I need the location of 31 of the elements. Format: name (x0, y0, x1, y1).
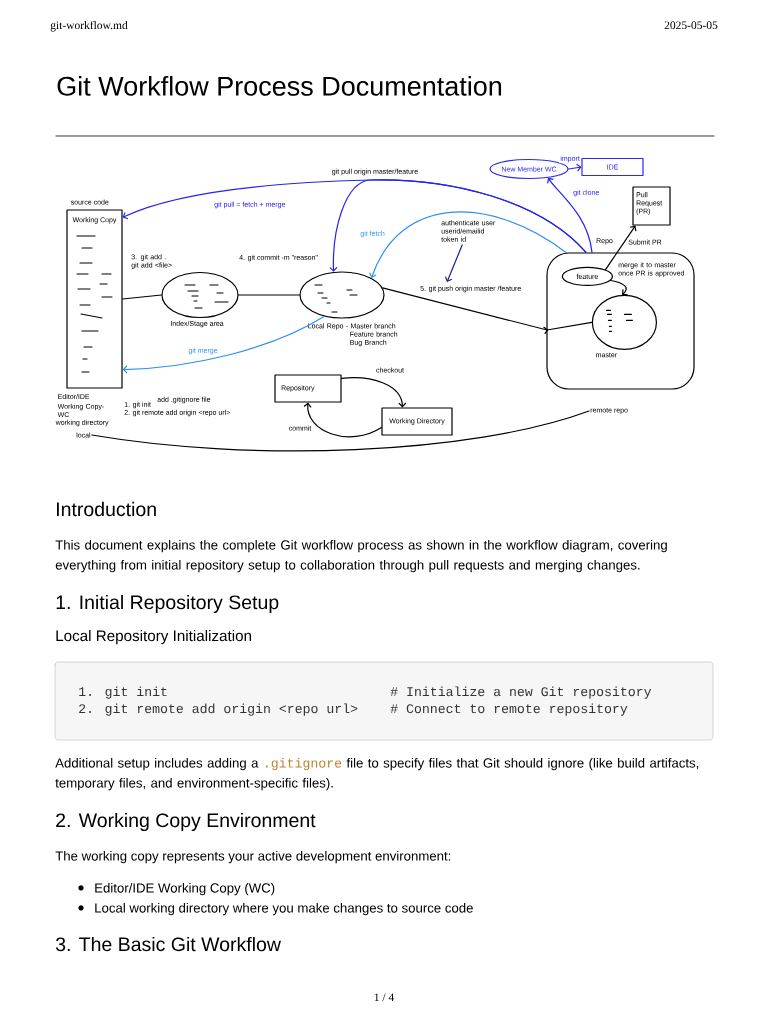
body-text: The working copy represents your active development environment: (55, 850, 451, 864)
bullet-item: Editor/IDE Working Copy (WC) (95, 882, 275, 896)
section-heading: 3. The Basic Git Workflow (55, 936, 281, 952)
code-line: 2. git remote add origin <repo url> (79, 703, 358, 716)
connector-line (91, 410, 590, 452)
page-number: 1 / 4 (374, 993, 395, 1002)
body-paragraph: This document explains the complete Git workflow process as shown in the workflow diagram, covering everything from initial repository setup to collaboration through pull requests and merging changes. (55, 539, 667, 573)
arrow (568, 163, 582, 172)
subsection-heading: Local Repository Initialization (56, 630, 251, 645)
arrow (341, 377, 407, 408)
code-comment: # Initialize a new Git repository (390, 686, 652, 699)
code-line: 1. git init (79, 686, 167, 699)
arrow (369, 211, 567, 278)
section-heading: 2. Working Copy Environment (56, 812, 316, 832)
arrow (609, 279, 629, 296)
arrow (303, 402, 382, 438)
header-filename: git-workflow.md (50, 20, 128, 32)
arrow (122, 315, 325, 374)
arrow (329, 179, 587, 272)
bullet-item: Local working directory where you make changes to source code (95, 902, 473, 916)
section-heading: 1. Initial Repository Setup (56, 594, 279, 614)
header-date: 2025-05-05 (664, 21, 718, 30)
body-paragraph: Additional setup includes adding a .gitignore file to specify files that Git should ignore (like build artifacts, temporary files, and environment-specific files). (55, 757, 699, 791)
section-heading: Introduction (57, 501, 156, 517)
connector-line (122, 294, 162, 300)
arrow (444, 244, 463, 282)
arrow (604, 225, 637, 271)
page-title: Git Workflow Process Documentation (57, 75, 502, 96)
arrow (547, 177, 593, 253)
connector-line (238, 294, 300, 296)
code-comment: # Connect to remote repository (390, 703, 628, 716)
